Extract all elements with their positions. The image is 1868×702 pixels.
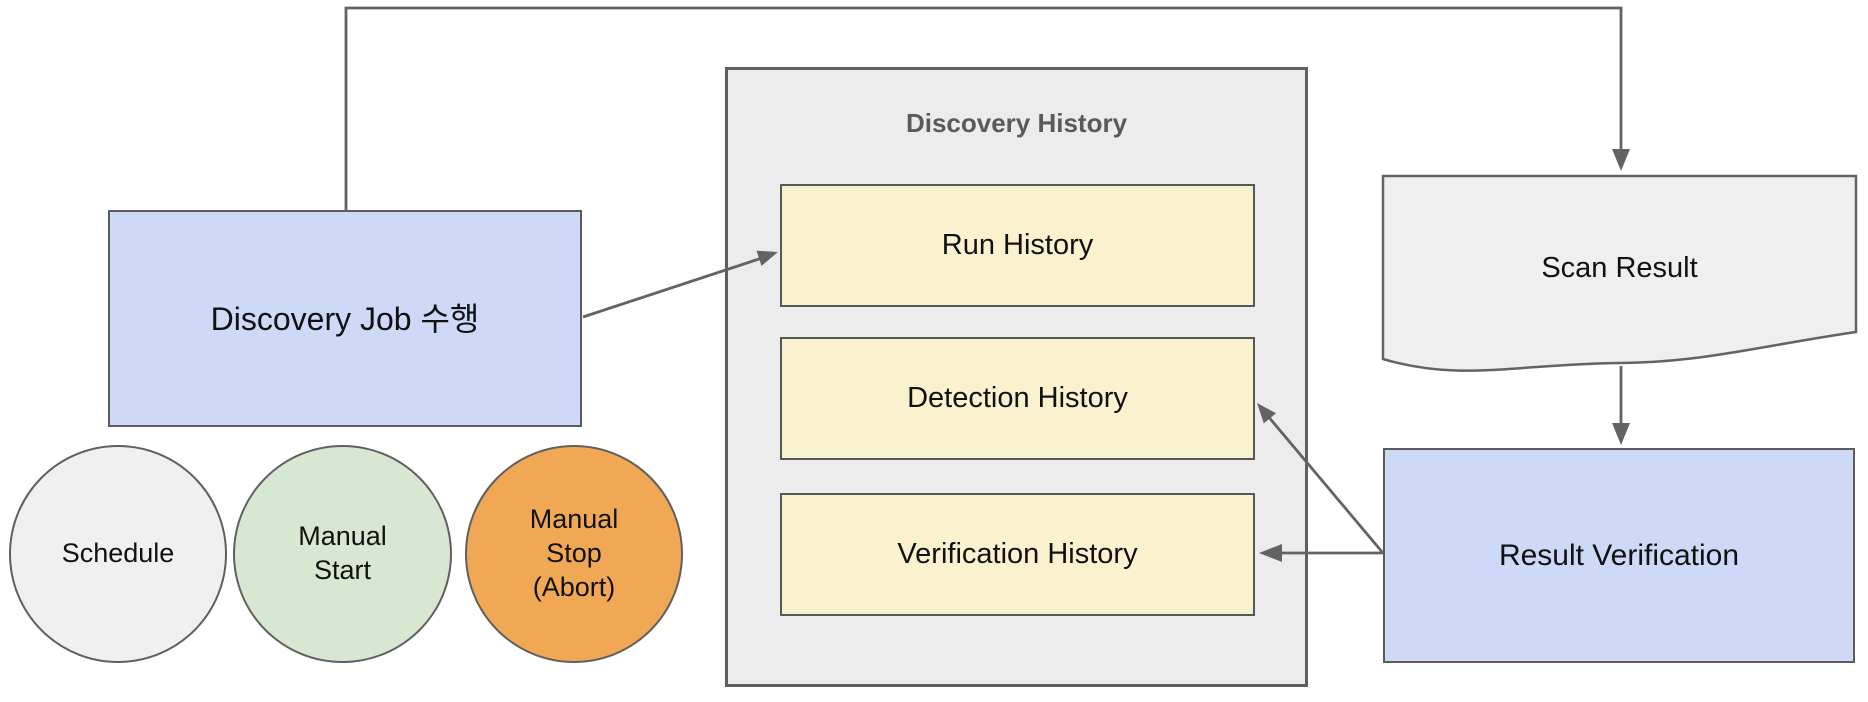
node-scan-result-label: Scan Result bbox=[1541, 251, 1698, 284]
node-manual-stop-circle: Manual Stop (Abort) bbox=[465, 445, 683, 663]
node-verification-history-label: Verification History bbox=[897, 538, 1138, 571]
node-discovery-job: Discovery Job 수행 bbox=[108, 210, 582, 427]
node-result-verification: Result Verification bbox=[1383, 448, 1855, 663]
node-scan-result-label-layer: Scan Result bbox=[1383, 176, 1856, 360]
node-detection-history-label: Detection History bbox=[907, 382, 1128, 415]
node-manual-start-label: Manual Start bbox=[298, 521, 387, 585]
node-schedule-circle: Schedule bbox=[9, 445, 227, 663]
group-discovery-history: Discovery History Run History Detection … bbox=[725, 67, 1308, 687]
node-schedule-label: Schedule bbox=[61, 538, 175, 569]
node-manual-start-circle: Manual Start bbox=[233, 445, 452, 663]
node-detection-history: Detection History bbox=[780, 337, 1255, 460]
group-discovery-history-title: Discovery History bbox=[905, 108, 1128, 138]
node-manual-stop-label: Manual Stop (Abort) bbox=[529, 504, 619, 602]
edge-scan-result-to-result-verification-arrowhead bbox=[1612, 423, 1630, 445]
edge-discovery-job-to-scan-result-arrowhead bbox=[1612, 149, 1630, 171]
node-verification-history: Verification History bbox=[780, 493, 1255, 616]
node-discovery-job-label: Discovery Job 수행 bbox=[210, 300, 480, 337]
node-run-history: Run History bbox=[780, 184, 1255, 307]
node-run-history-label: Run History bbox=[941, 229, 1094, 262]
node-result-verification-label: Result Verification bbox=[1498, 538, 1740, 572]
